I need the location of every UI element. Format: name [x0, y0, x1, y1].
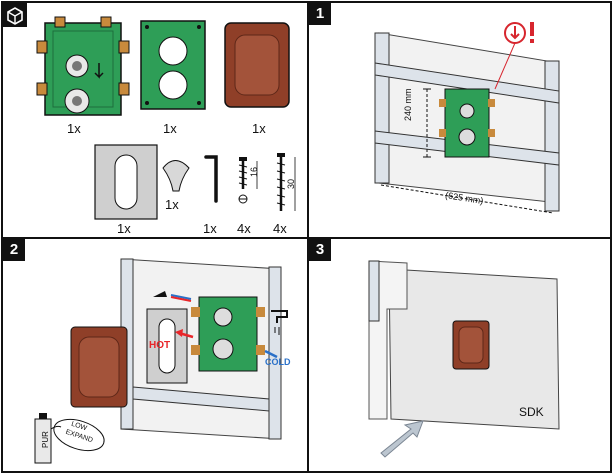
foam-tube	[34, 413, 105, 464]
step-number-badge: 3	[309, 239, 331, 261]
handle-knob-image	[162, 160, 190, 192]
screw-30-image	[276, 153, 296, 211]
allen-key-image	[204, 155, 218, 203]
height-dimension	[423, 88, 431, 158]
installed-valve	[439, 88, 495, 158]
kit-contents-drawing	[3, 3, 296, 220]
brown-cover-removed	[70, 326, 128, 408]
cold-label: COLD	[265, 357, 291, 367]
step-2-panel: 2	[3, 239, 309, 471]
sealing-gasket-image	[94, 144, 158, 220]
kit-contents-panel: 1x 1x 1x 1x 1x 1x 4x 4x 16 30	[3, 3, 309, 239]
step-1-drawing	[374, 22, 560, 214]
gasket-on-wall	[146, 308, 188, 384]
height-label: 240 mm	[403, 88, 413, 121]
hot-label: HOT	[149, 340, 171, 351]
direction-arrow	[380, 420, 424, 458]
protective-cover-image	[224, 22, 290, 108]
warning-icon	[494, 22, 534, 90]
step-number-badge: 2	[3, 239, 25, 261]
product-code-label: SDK	[519, 405, 544, 419]
package-icon	[3, 3, 27, 27]
part-qty-allen-key: 1x	[203, 221, 217, 236]
shower-icon	[153, 291, 192, 302]
hot-arrow	[175, 329, 194, 339]
part-qty-handle: 1x	[165, 197, 179, 212]
part-qty-screw-30: 4x	[273, 221, 287, 236]
screw-16-size-label: 16	[249, 166, 260, 178]
part-qty-gasket: 1x	[117, 221, 131, 236]
tube-label: PUR	[40, 431, 50, 448]
cover-in-wall	[452, 320, 490, 370]
part-qty-mounting-plate: 1x	[163, 121, 177, 136]
valve-connected	[191, 296, 265, 372]
step-2-drawing	[34, 258, 288, 464]
step-3-panel: 3 SDK	[309, 239, 610, 471]
step-3-drawing	[368, 260, 560, 458]
step-number-badge: 1	[309, 3, 331, 25]
mixing-valve-body-image	[36, 16, 130, 116]
part-qty-cover: 1x	[252, 121, 266, 136]
part-qty-valve-body: 1x	[67, 121, 81, 136]
mounting-plate-image	[140, 20, 206, 110]
step-1-panel: 1	[309, 3, 610, 239]
spout-icon	[271, 310, 288, 335]
screw-30-size-label: 30	[286, 178, 297, 190]
screw-16-image	[238, 157, 258, 204]
width-dimension	[380, 184, 554, 214]
cold-arrow	[264, 349, 278, 359]
part-qty-screw-16: 4x	[237, 221, 251, 236]
